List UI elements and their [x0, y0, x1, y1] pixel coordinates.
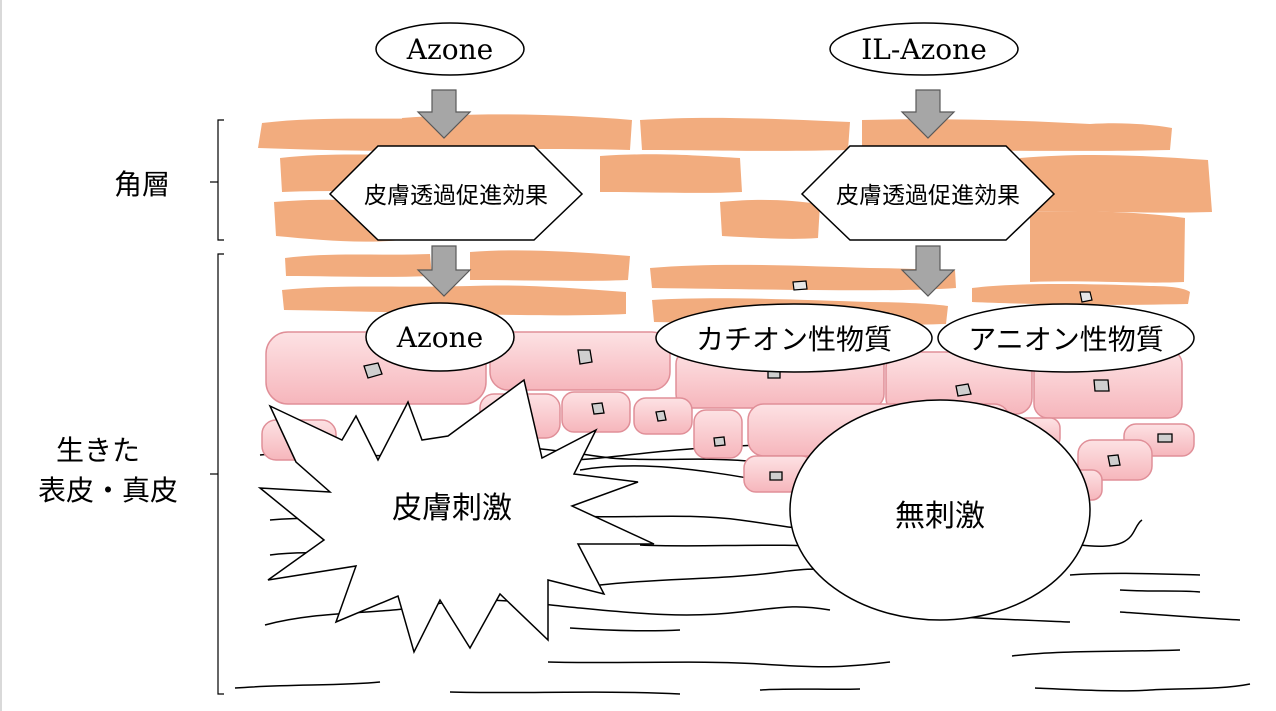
- layer-brackets: [210, 119, 224, 695]
- right-effect-label: 皮膚透過促進効果: [836, 183, 1020, 209]
- nucleus: [1157, 433, 1173, 443]
- azone-species-oval: [365, 302, 515, 372]
- azone-input-label: Azone: [406, 33, 493, 66]
- living-layer-label-line1: 生きた: [56, 434, 140, 467]
- epidermis-bracket: [217, 253, 224, 695]
- arrow-down-right-top: [900, 89, 956, 139]
- nucleus: [363, 362, 383, 379]
- living-layer-label-line2: 表皮・真皮: [38, 474, 178, 507]
- irritation-label: 皮膚刺激: [392, 491, 512, 526]
- nucleus: [1107, 454, 1121, 467]
- arrow-down-right-bottom: [900, 245, 956, 297]
- nucleus: [1093, 379, 1110, 392]
- stratum-corneum-label: 角層: [114, 168, 170, 201]
- cell: [693, 409, 743, 459]
- il-azone-input-oval: [829, 22, 1019, 76]
- nucleus: [955, 383, 972, 397]
- arrow-down-left-bottom: [416, 245, 472, 297]
- left-effect-hexagon: [328, 145, 584, 241]
- irritation-starburst: [257, 378, 655, 655]
- corneum-bracket: [217, 119, 224, 241]
- no-irritation-label: 無刺激: [895, 499, 985, 534]
- nucleus: [577, 349, 593, 365]
- corneum-nuclei: [792, 280, 1093, 303]
- arrow-down-left-top: [416, 89, 472, 139]
- azone-input-oval: [375, 22, 525, 76]
- dermis-fibers: [234, 444, 1251, 695]
- il-azone-input-label: IL-Azone: [861, 33, 987, 66]
- nucleus: [769, 471, 783, 481]
- left-effect-label: 皮膚透過促進効果: [364, 183, 548, 209]
- right-effect-hexagon: [800, 145, 1056, 241]
- down-arrows: [416, 89, 956, 297]
- anion-oval: [937, 303, 1195, 373]
- cation-oval: [655, 303, 933, 373]
- azone-species-label: Azone: [396, 321, 483, 354]
- anion-label: アニオン性物質: [968, 323, 1163, 356]
- no-irritation-circle: [789, 399, 1091, 621]
- cell-nuclei: [291, 349, 1173, 481]
- nucleus: [591, 402, 605, 415]
- nucleus: [713, 436, 726, 447]
- cation-label: カチオン性物質: [696, 323, 892, 356]
- nucleus: [655, 410, 667, 422]
